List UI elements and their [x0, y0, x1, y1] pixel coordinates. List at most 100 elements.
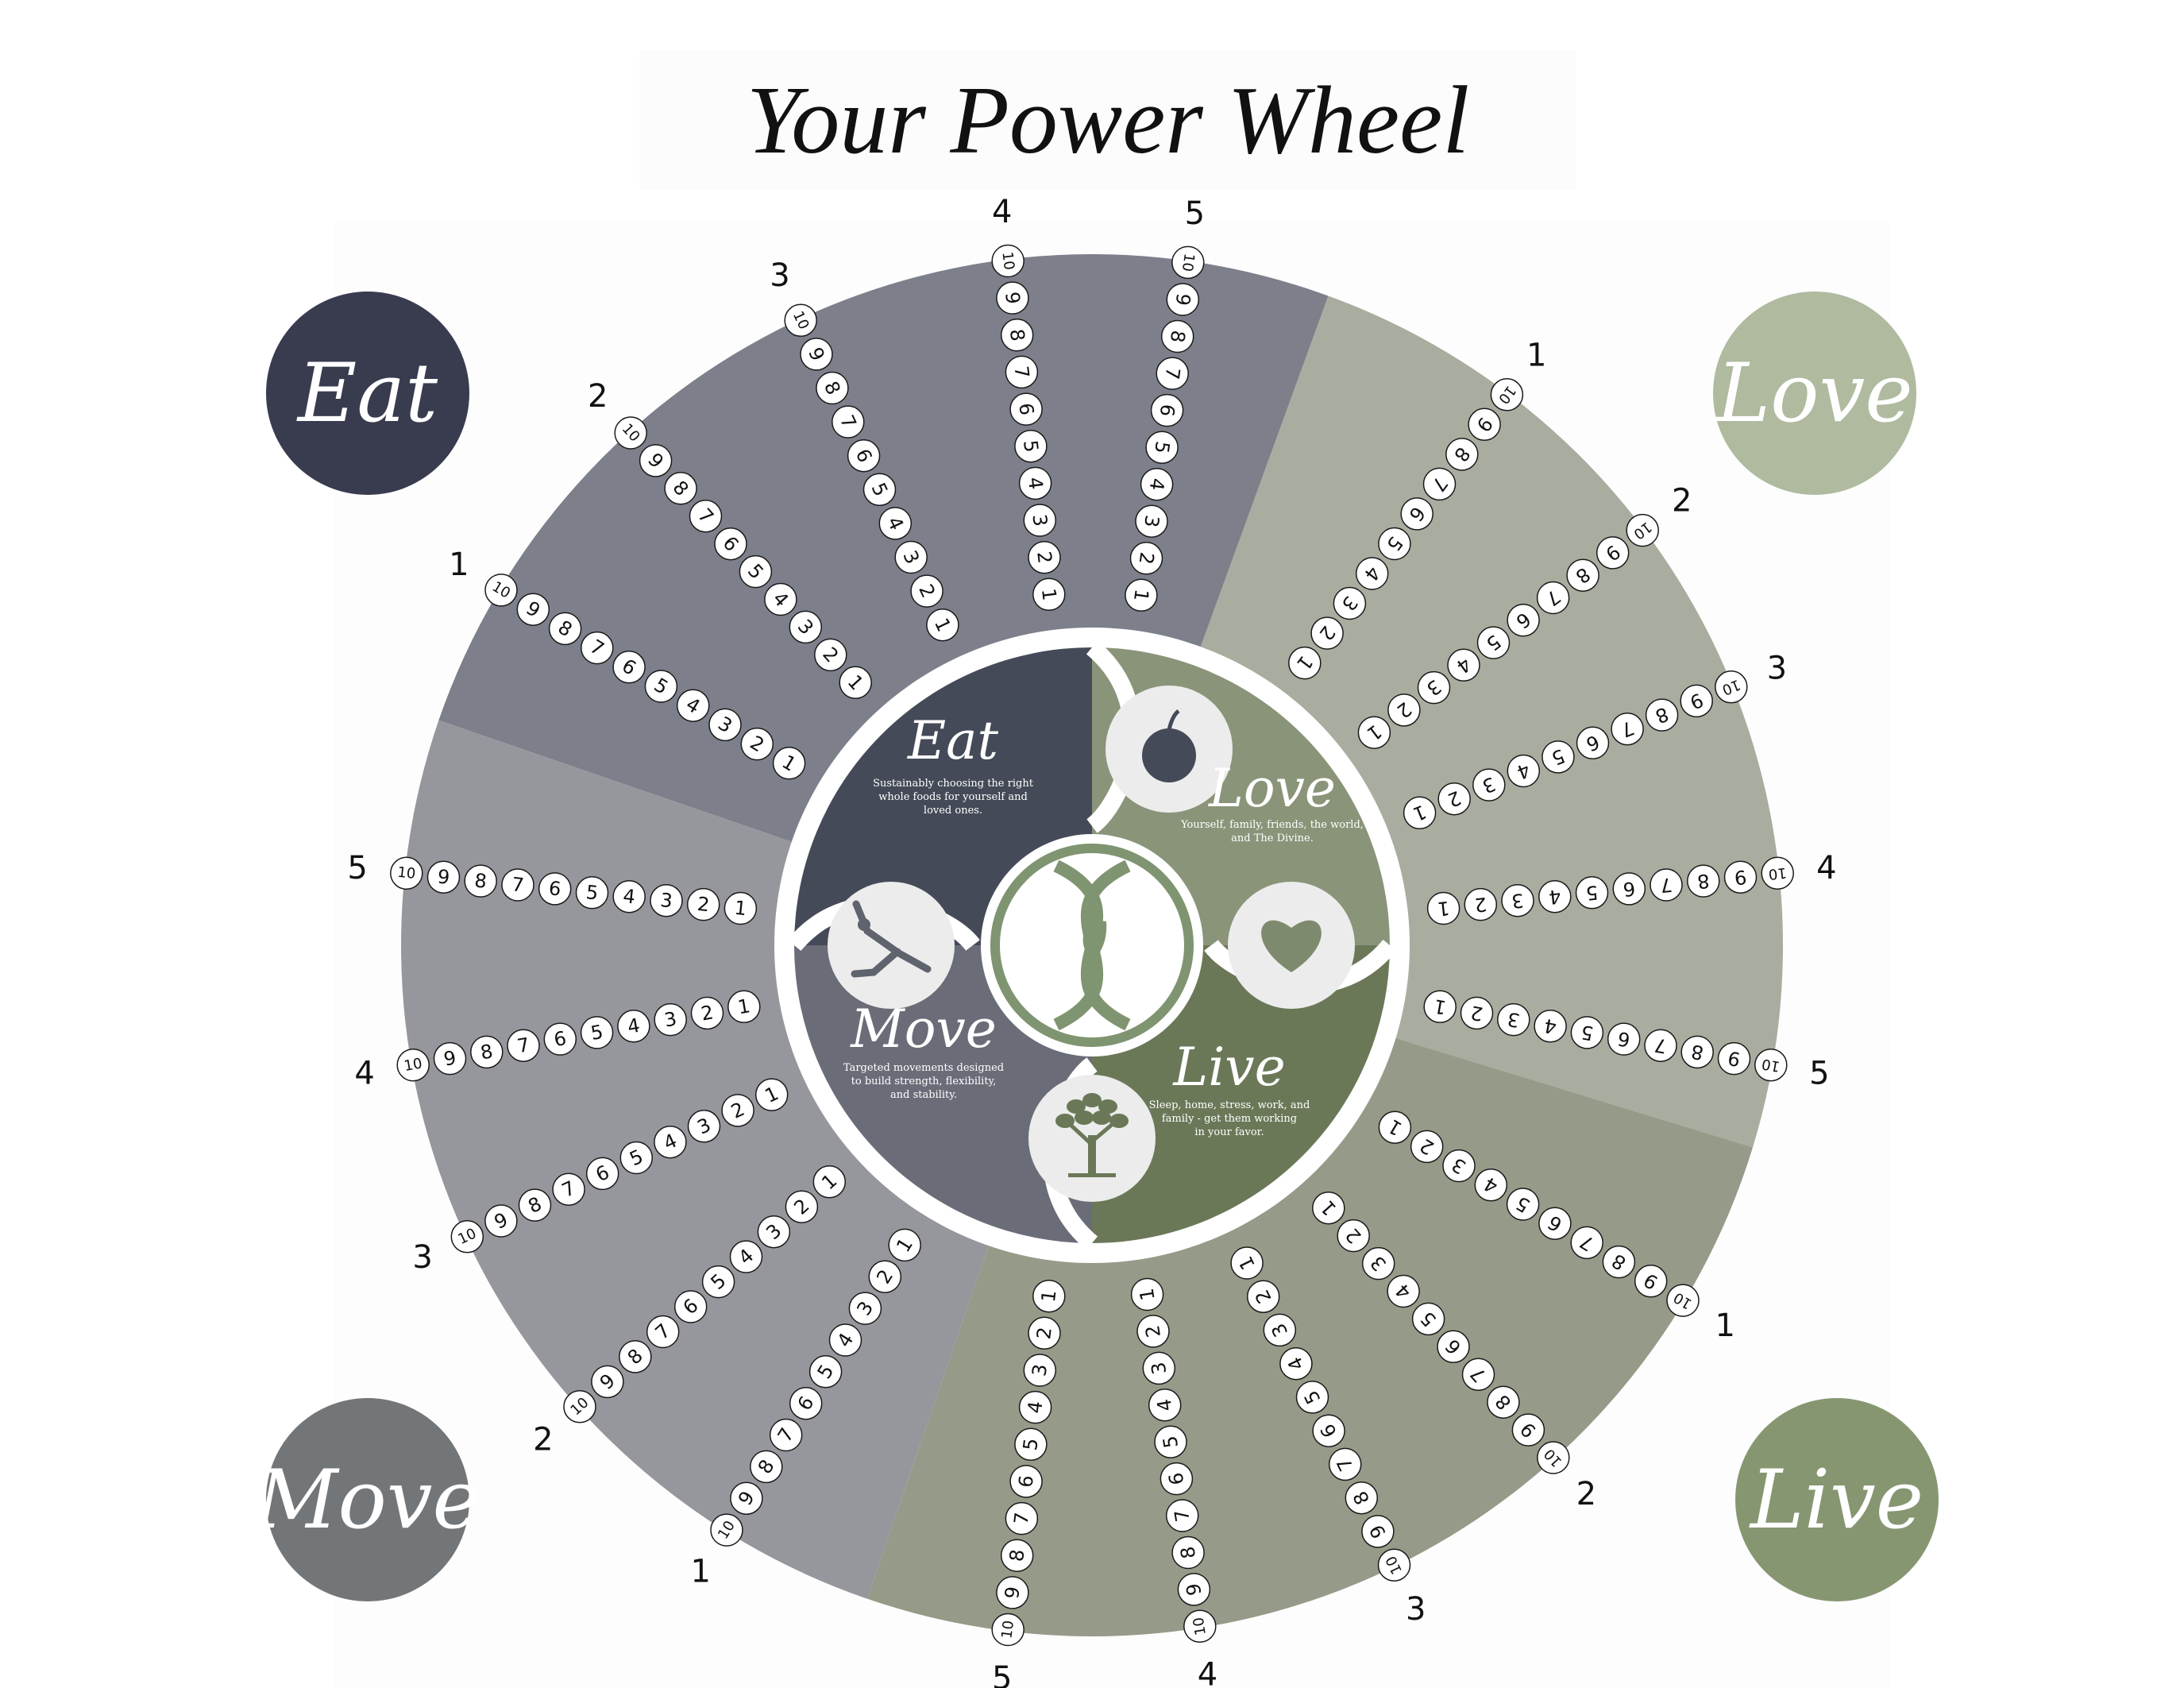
- rating-circle[interactable]: 5: [1575, 876, 1609, 910]
- rating-circle[interactable]: 9: [996, 281, 1029, 315]
- rating-circle[interactable]: 8: [664, 472, 697, 505]
- rating-circle[interactable]: 10: [991, 244, 1024, 278]
- rating-circle[interactable]: 6: [612, 651, 646, 684]
- rating-circle[interactable]: 6: [673, 1290, 708, 1323]
- rating-circle[interactable]: 3: [1135, 504, 1168, 538]
- rating-circle[interactable]: 8: [1645, 698, 1679, 732]
- rating-circle[interactable]: 8: [1566, 558, 1599, 592]
- rating-circle[interactable]: 6: [714, 527, 747, 561]
- rating-circle[interactable]: 8: [464, 864, 497, 898]
- rating-circle[interactable]: 1: [727, 990, 761, 1024]
- rating-circle[interactable]: 6: [543, 1022, 577, 1056]
- rating-circle[interactable]: 10: [1183, 1609, 1217, 1644]
- rating-circle[interactable]: 10: [1377, 1548, 1411, 1582]
- rating-circle[interactable]: 8: [1000, 319, 1034, 352]
- rating-circle[interactable]: 9: [591, 1365, 624, 1399]
- rating-circle[interactable]: 6: [1607, 1022, 1641, 1056]
- rating-circle[interactable]: 2: [1246, 1280, 1280, 1313]
- rating-circle[interactable]: 9: [1596, 536, 1630, 570]
- rating-circle[interactable]: 2: [868, 1260, 902, 1293]
- rating-circle[interactable]: 3: [1361, 1246, 1395, 1280]
- rating-circle[interactable]: 9: [1723, 860, 1758, 894]
- rating-circle[interactable]: 4: [1387, 1274, 1420, 1308]
- rating-circle[interactable]: 9: [1177, 1573, 1211, 1606]
- rating-circle[interactable]: 2: [910, 574, 943, 608]
- rating-circle[interactable]: 1: [1032, 1279, 1066, 1313]
- rating-circle[interactable]: 5: [580, 1016, 614, 1049]
- rating-circle[interactable]: 9: [1361, 1515, 1395, 1548]
- rating-circle[interactable]: 3: [650, 883, 683, 917]
- rating-circle[interactable]: 8: [1602, 1245, 1636, 1279]
- rating-circle[interactable]: 8: [470, 1035, 504, 1069]
- rating-circle[interactable]: 4: [1538, 879, 1572, 914]
- rating-circle[interactable]: 3: [1263, 1313, 1297, 1347]
- rating-circle[interactable]: 2: [1136, 1315, 1170, 1348]
- rating-circle[interactable]: 6: [1009, 392, 1043, 426]
- rating-circle[interactable]: 3: [687, 1110, 721, 1143]
- rating-circle[interactable]: 5: [701, 1265, 735, 1299]
- rating-circle[interactable]: 4: [764, 582, 797, 616]
- rating-circle[interactable]: 10: [484, 574, 518, 607]
- rating-circle[interactable]: 2: [686, 887, 720, 921]
- rating-circle[interactable]: 5: [1506, 1188, 1540, 1221]
- rating-circle[interactable]: 6: [1400, 497, 1433, 531]
- rating-circle[interactable]: 8: [1000, 1539, 1034, 1572]
- rating-circle[interactable]: 10: [1666, 1284, 1700, 1317]
- rating-circle[interactable]: 4: [617, 1010, 650, 1043]
- rating-circle[interactable]: 8: [1171, 1535, 1205, 1570]
- rating-circle[interactable]: 7: [1650, 868, 1683, 902]
- rating-circle[interactable]: 3: [1333, 586, 1367, 620]
- rating-circle[interactable]: 10: [1715, 670, 1748, 704]
- rating-circle[interactable]: 3: [1442, 1149, 1476, 1183]
- rating-circle[interactable]: 2: [1464, 887, 1498, 921]
- rating-circle[interactable]: 3: [757, 1215, 791, 1249]
- rating-circle[interactable]: 7: [501, 868, 534, 902]
- rating-circle[interactable]: 5: [1014, 1427, 1048, 1462]
- rating-circle[interactable]: 10: [396, 1048, 430, 1082]
- rating-circle[interactable]: 4: [676, 689, 710, 722]
- rating-circle[interactable]: 2: [1460, 996, 1494, 1030]
- rating-circle[interactable]: 1: [772, 747, 806, 780]
- rating-circle[interactable]: 1: [1125, 578, 1158, 612]
- rating-circle[interactable]: 2: [740, 727, 774, 761]
- rating-circle[interactable]: 8: [1160, 319, 1194, 353]
- rating-circle[interactable]: 4: [1279, 1346, 1313, 1381]
- rating-circle[interactable]: 1: [1423, 990, 1457, 1024]
- rating-circle[interactable]: 9: [639, 444, 673, 477]
- rating-circle[interactable]: 7: [1570, 1226, 1603, 1260]
- rating-circle[interactable]: 1: [723, 891, 758, 925]
- rating-circle[interactable]: 7: [1611, 712, 1644, 746]
- rating-circle[interactable]: 9: [484, 1204, 518, 1238]
- rating-circle[interactable]: 8: [1487, 1385, 1520, 1419]
- rating-circle[interactable]: 5: [862, 473, 897, 507]
- rating-circle[interactable]: 6: [1538, 1207, 1572, 1240]
- rating-circle[interactable]: 10: [1761, 856, 1794, 890]
- rating-circle[interactable]: 2: [690, 996, 724, 1030]
- rating-circle[interactable]: 6: [1437, 1330, 1470, 1364]
- rating-circle[interactable]: 7: [1461, 1358, 1495, 1392]
- rating-circle[interactable]: 2: [1337, 1219, 1370, 1253]
- rating-circle[interactable]: 7: [1005, 355, 1039, 389]
- rating-circle[interactable]: 7: [552, 1172, 585, 1206]
- rating-circle[interactable]: 4: [828, 1323, 862, 1357]
- rating-circle[interactable]: 7: [507, 1029, 540, 1062]
- rating-circle[interactable]: 5: [739, 554, 773, 589]
- rating-circle[interactable]: 6: [847, 438, 881, 473]
- rating-circle[interactable]: 1: [1230, 1246, 1264, 1280]
- rating-circle[interactable]: 5: [1295, 1381, 1329, 1414]
- rating-circle[interactable]: 4: [1140, 467, 1174, 501]
- rating-circle[interactable]: 4: [654, 1125, 687, 1159]
- rating-circle[interactable]: 3: [894, 540, 928, 574]
- rating-circle[interactable]: 10: [1171, 245, 1205, 280]
- rating-circle[interactable]: 2: [1410, 1130, 1444, 1164]
- rating-circle[interactable]: 4: [1534, 1010, 1567, 1043]
- rating-circle[interactable]: 3: [1497, 1002, 1530, 1037]
- rating-circle[interactable]: 4: [1507, 754, 1541, 788]
- rating-circle[interactable]: 4: [729, 1240, 763, 1273]
- rating-circle[interactable]: 8: [750, 1450, 783, 1484]
- rating-circle[interactable]: 1: [926, 608, 959, 642]
- rating-circle[interactable]: 6: [1160, 1462, 1194, 1496]
- rating-circle[interactable]: 1: [1378, 1111, 1412, 1144]
- rating-circle[interactable]: 2: [785, 1190, 819, 1223]
- rating-circle[interactable]: 5: [1378, 527, 1411, 561]
